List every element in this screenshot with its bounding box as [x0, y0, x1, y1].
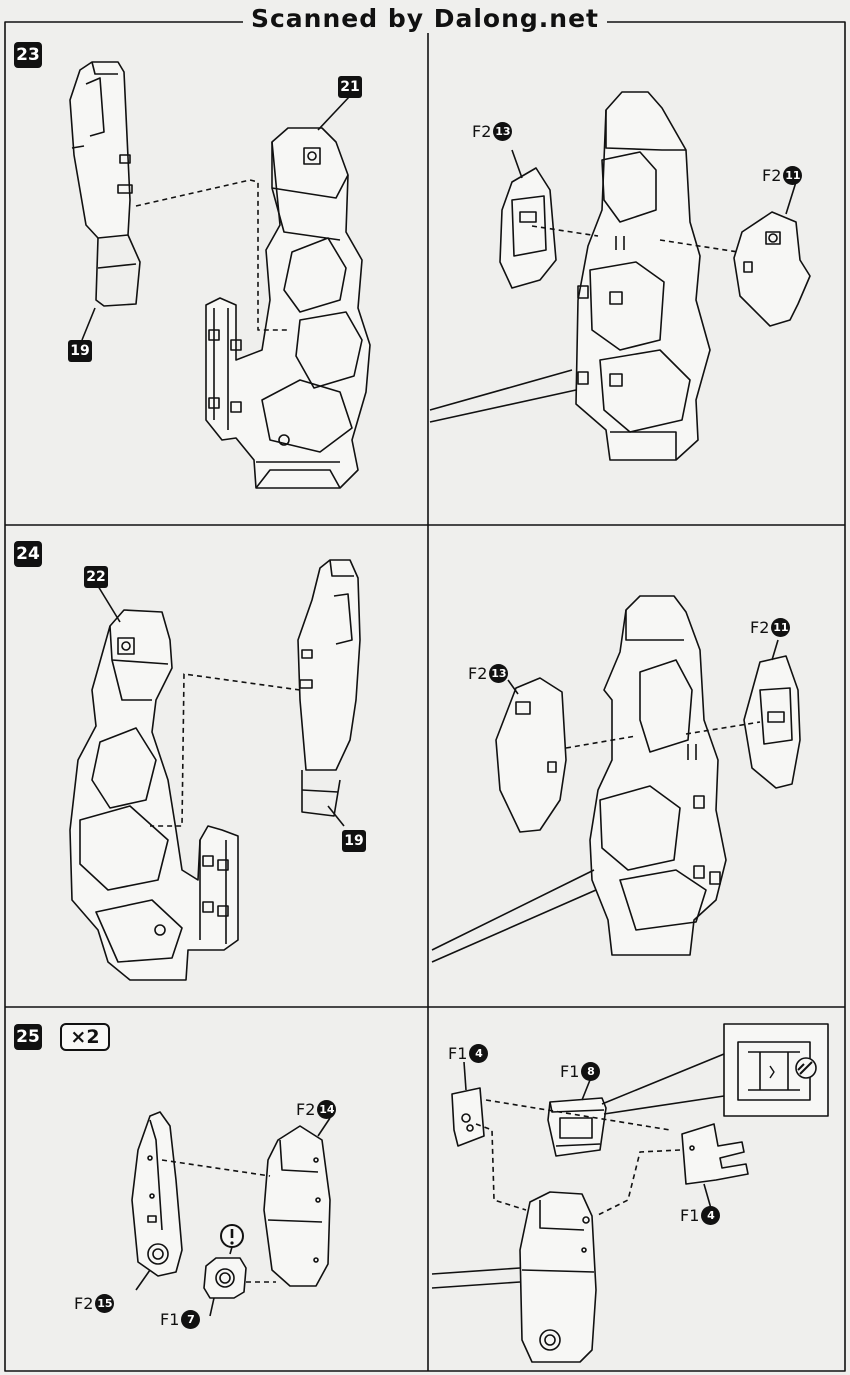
scan-credit-header: Scanned by Dalong.net — [0, 4, 850, 38]
step24-armor-plate-f2-11 — [743, 655, 801, 789]
step23-torso-assembly-21 — [205, 127, 371, 489]
step25-housing-assembly — [519, 1191, 597, 1363]
step23-assembly-guide-line — [135, 179, 288, 331]
part-f2-14-leader — [317, 1117, 331, 1137]
part-f2-15-leader — [135, 1269, 151, 1291]
quantity-box: ×2 — [60, 1023, 110, 1051]
step23-armor-plate-f2-11 — [733, 211, 811, 327]
step25-bracket-guide-top — [485, 1099, 671, 1131]
cut-nub-icon — [795, 1057, 817, 1079]
step23-armor-plate-f2-13 — [499, 167, 557, 289]
ref-22-leader — [97, 585, 121, 623]
step25-view-connector — [431, 1267, 521, 1289]
part-f2-11-leader — [785, 181, 797, 215]
step-number: 25 — [14, 1024, 42, 1050]
step25-frame-guide — [161, 1159, 271, 1177]
part-f1-8-leader — [581, 1079, 591, 1101]
ref-badge-19: 19 — [68, 340, 92, 362]
part-f2-13-leader-24 — [507, 679, 519, 695]
detail-connector — [601, 1053, 725, 1115]
scan-credit-text: Scanned by Dalong.net — [242, 4, 607, 33]
ref-19-leader-24 — [327, 805, 345, 827]
step24-torso-front-view — [589, 595, 727, 956]
step23-view-connector — [429, 369, 577, 423]
step25-joint-part-f1-7 — [203, 1257, 247, 1299]
step24-torso-assembly-22 — [69, 609, 239, 981]
step25-bracket-part-f1-4-left — [451, 1087, 485, 1147]
step25-frame-part-f2-14 — [263, 1125, 331, 1287]
step24-plate13-guide — [565, 735, 637, 749]
ref-badge-22: 22 — [84, 566, 108, 588]
part-f1-4-leader-left — [463, 1061, 467, 1091]
step24-view-connector — [431, 869, 597, 963]
step25-bracket-part-f1-4-right — [681, 1123, 749, 1185]
step25-bracket-guide-right — [595, 1149, 681, 1217]
part-f2-11-leader-24 — [771, 639, 779, 661]
step24-assembly-guide-line — [150, 673, 301, 827]
ref-19-leader — [81, 307, 96, 341]
step23-plate13-guide — [531, 225, 599, 237]
step25-bridge-part-f1-8 — [547, 1097, 607, 1157]
step-number: 24 — [14, 541, 42, 567]
step-number: 23 — [14, 42, 42, 68]
part-f2-13-leader — [511, 149, 523, 179]
ref-badge-21: 21 — [338, 76, 362, 98]
step23-torso-rear-view — [575, 91, 711, 461]
ref-badge-19: 19 — [342, 830, 366, 852]
step23-arm-part-19 — [69, 61, 141, 307]
part-f1-7-leader — [209, 1297, 215, 1317]
ref-21-leader — [317, 95, 351, 131]
step25-frame-part-f2-15 — [131, 1111, 183, 1277]
step24-armor-plate-f2-13 — [495, 677, 567, 833]
step23-plate11-guide — [659, 239, 739, 253]
step24-arm-part-19 — [297, 559, 361, 817]
step24-plate11-guide — [685, 721, 761, 735]
step25-bracket-guide-left — [475, 1123, 527, 1211]
caution-icon — [220, 1224, 244, 1255]
